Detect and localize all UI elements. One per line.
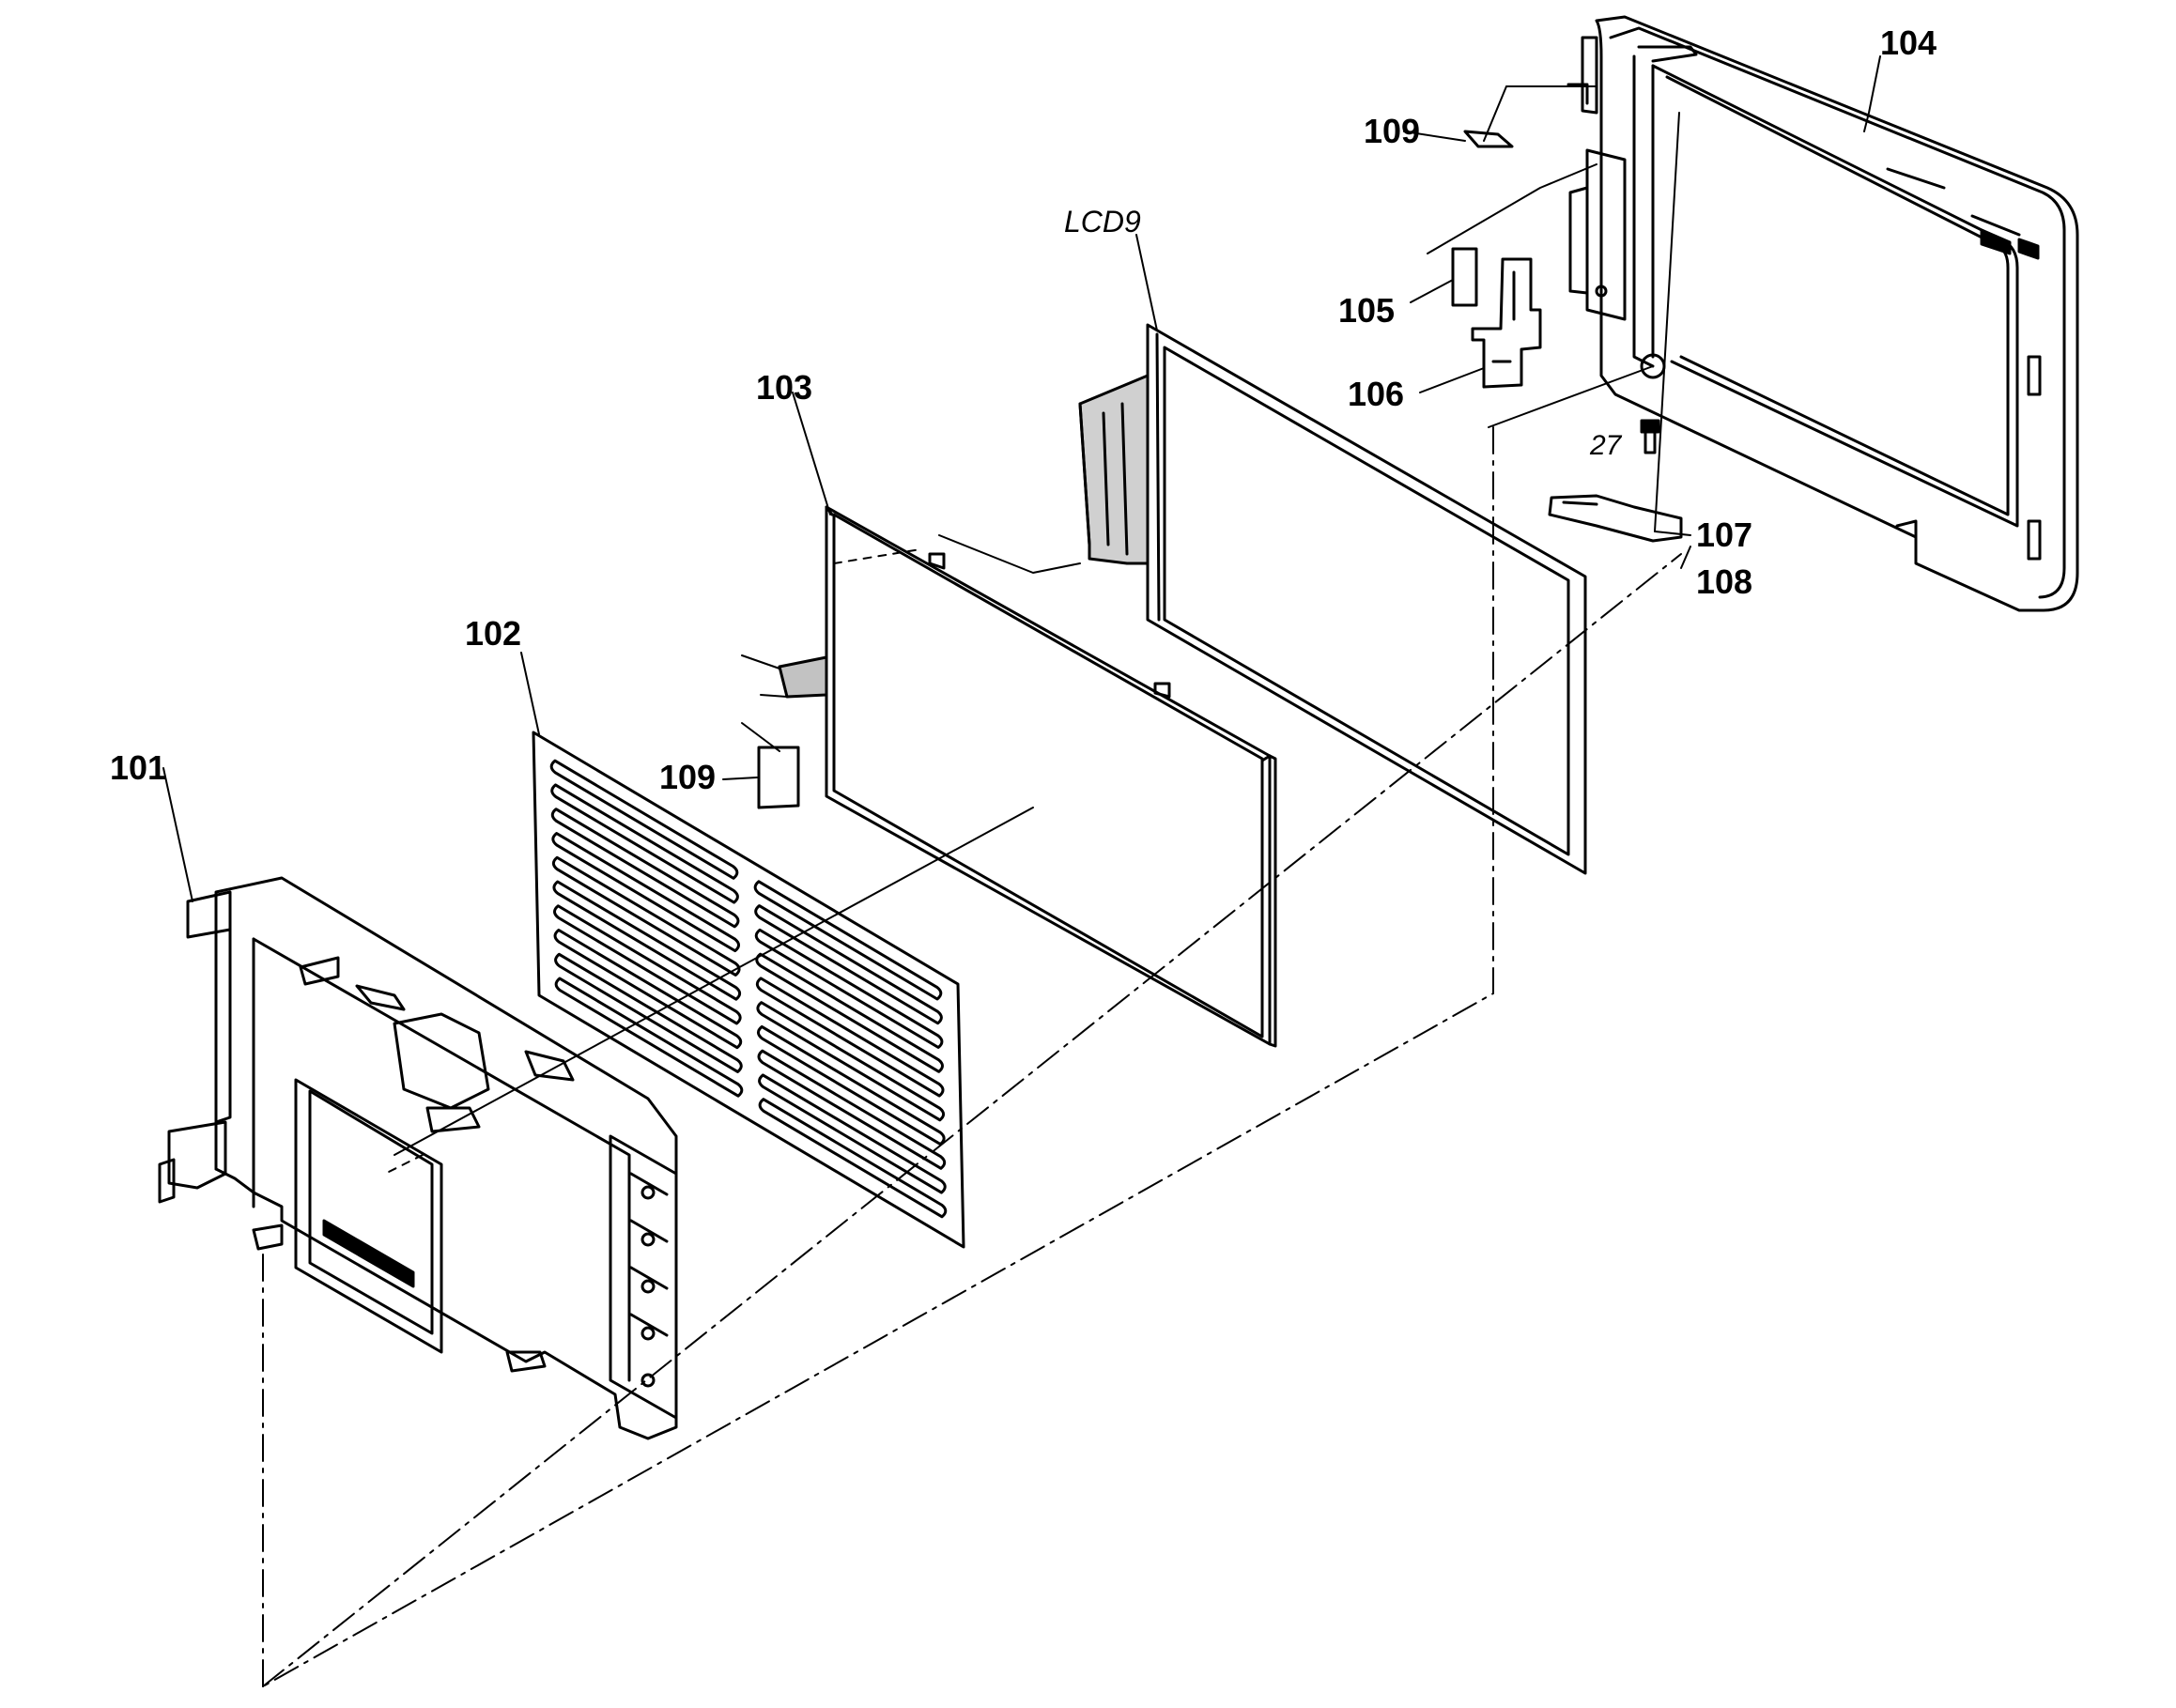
part-103-panel: [778, 505, 1277, 1048]
sheet-slot: [756, 1001, 946, 1122]
part-107-108-plate: [1548, 494, 1683, 543]
dashed-lines: [384, 548, 921, 1175]
assembly-lines: [394, 85, 1680, 1156]
part-104-rear-cabinet: [1566, 15, 2079, 612]
sheet-slot: [550, 808, 740, 929]
label-part-105: 105: [1338, 291, 1396, 330]
sheet-slot: [754, 904, 943, 1025]
label-part-109-top: 109: [1364, 112, 1421, 150]
part-102-sheet: [532, 731, 965, 1249]
dash-dot-lines: [262, 426, 1682, 1687]
label-part-107: 107: [1696, 515, 1753, 554]
sheet-slot: [550, 783, 739, 904]
sheet-slot: [549, 759, 739, 880]
sheet-slot: [758, 1073, 947, 1194]
leader-lines: [162, 55, 1881, 902]
sheet-slot: [755, 977, 945, 1098]
sheet-slot: [553, 929, 743, 1050]
sheet-slot: [551, 855, 741, 977]
sheet-slot: [754, 928, 944, 1050]
screw-27: [1640, 419, 1660, 454]
part-109-pad-mid: [757, 746, 800, 809]
label-part-108: 108: [1696, 562, 1753, 601]
sheet-slot: [552, 904, 742, 1025]
sheet-slot: [758, 1098, 948, 1219]
label-part-106: 106: [1348, 375, 1405, 413]
part-105-sheet: [1451, 247, 1478, 307]
label-part-103: 103: [756, 368, 813, 407]
sheet-slot: [756, 1024, 946, 1146]
label-part-109-mid: 109: [659, 758, 717, 796]
label-part-104: 104: [1880, 23, 1937, 62]
part-lcd9-panel: [1078, 323, 1587, 875]
sheet-slot: [753, 880, 943, 1001]
label-screw-27: 27: [1590, 430, 1622, 461]
part-106-bracket: [1471, 257, 1542, 389]
sheet-slot: [551, 831, 741, 953]
label-lcd9: LCD9: [1064, 205, 1141, 239]
sheet-slot: [552, 880, 742, 1001]
sheet-slot: [757, 1049, 947, 1170]
label-part-101: 101: [110, 748, 167, 787]
part-109-pad-top: [1463, 130, 1514, 148]
sheet-slot: [554, 977, 744, 1098]
part-101-chassis: [158, 876, 678, 1440]
label-part-102: 102: [465, 614, 522, 653]
sheet-slot: [554, 952, 743, 1073]
